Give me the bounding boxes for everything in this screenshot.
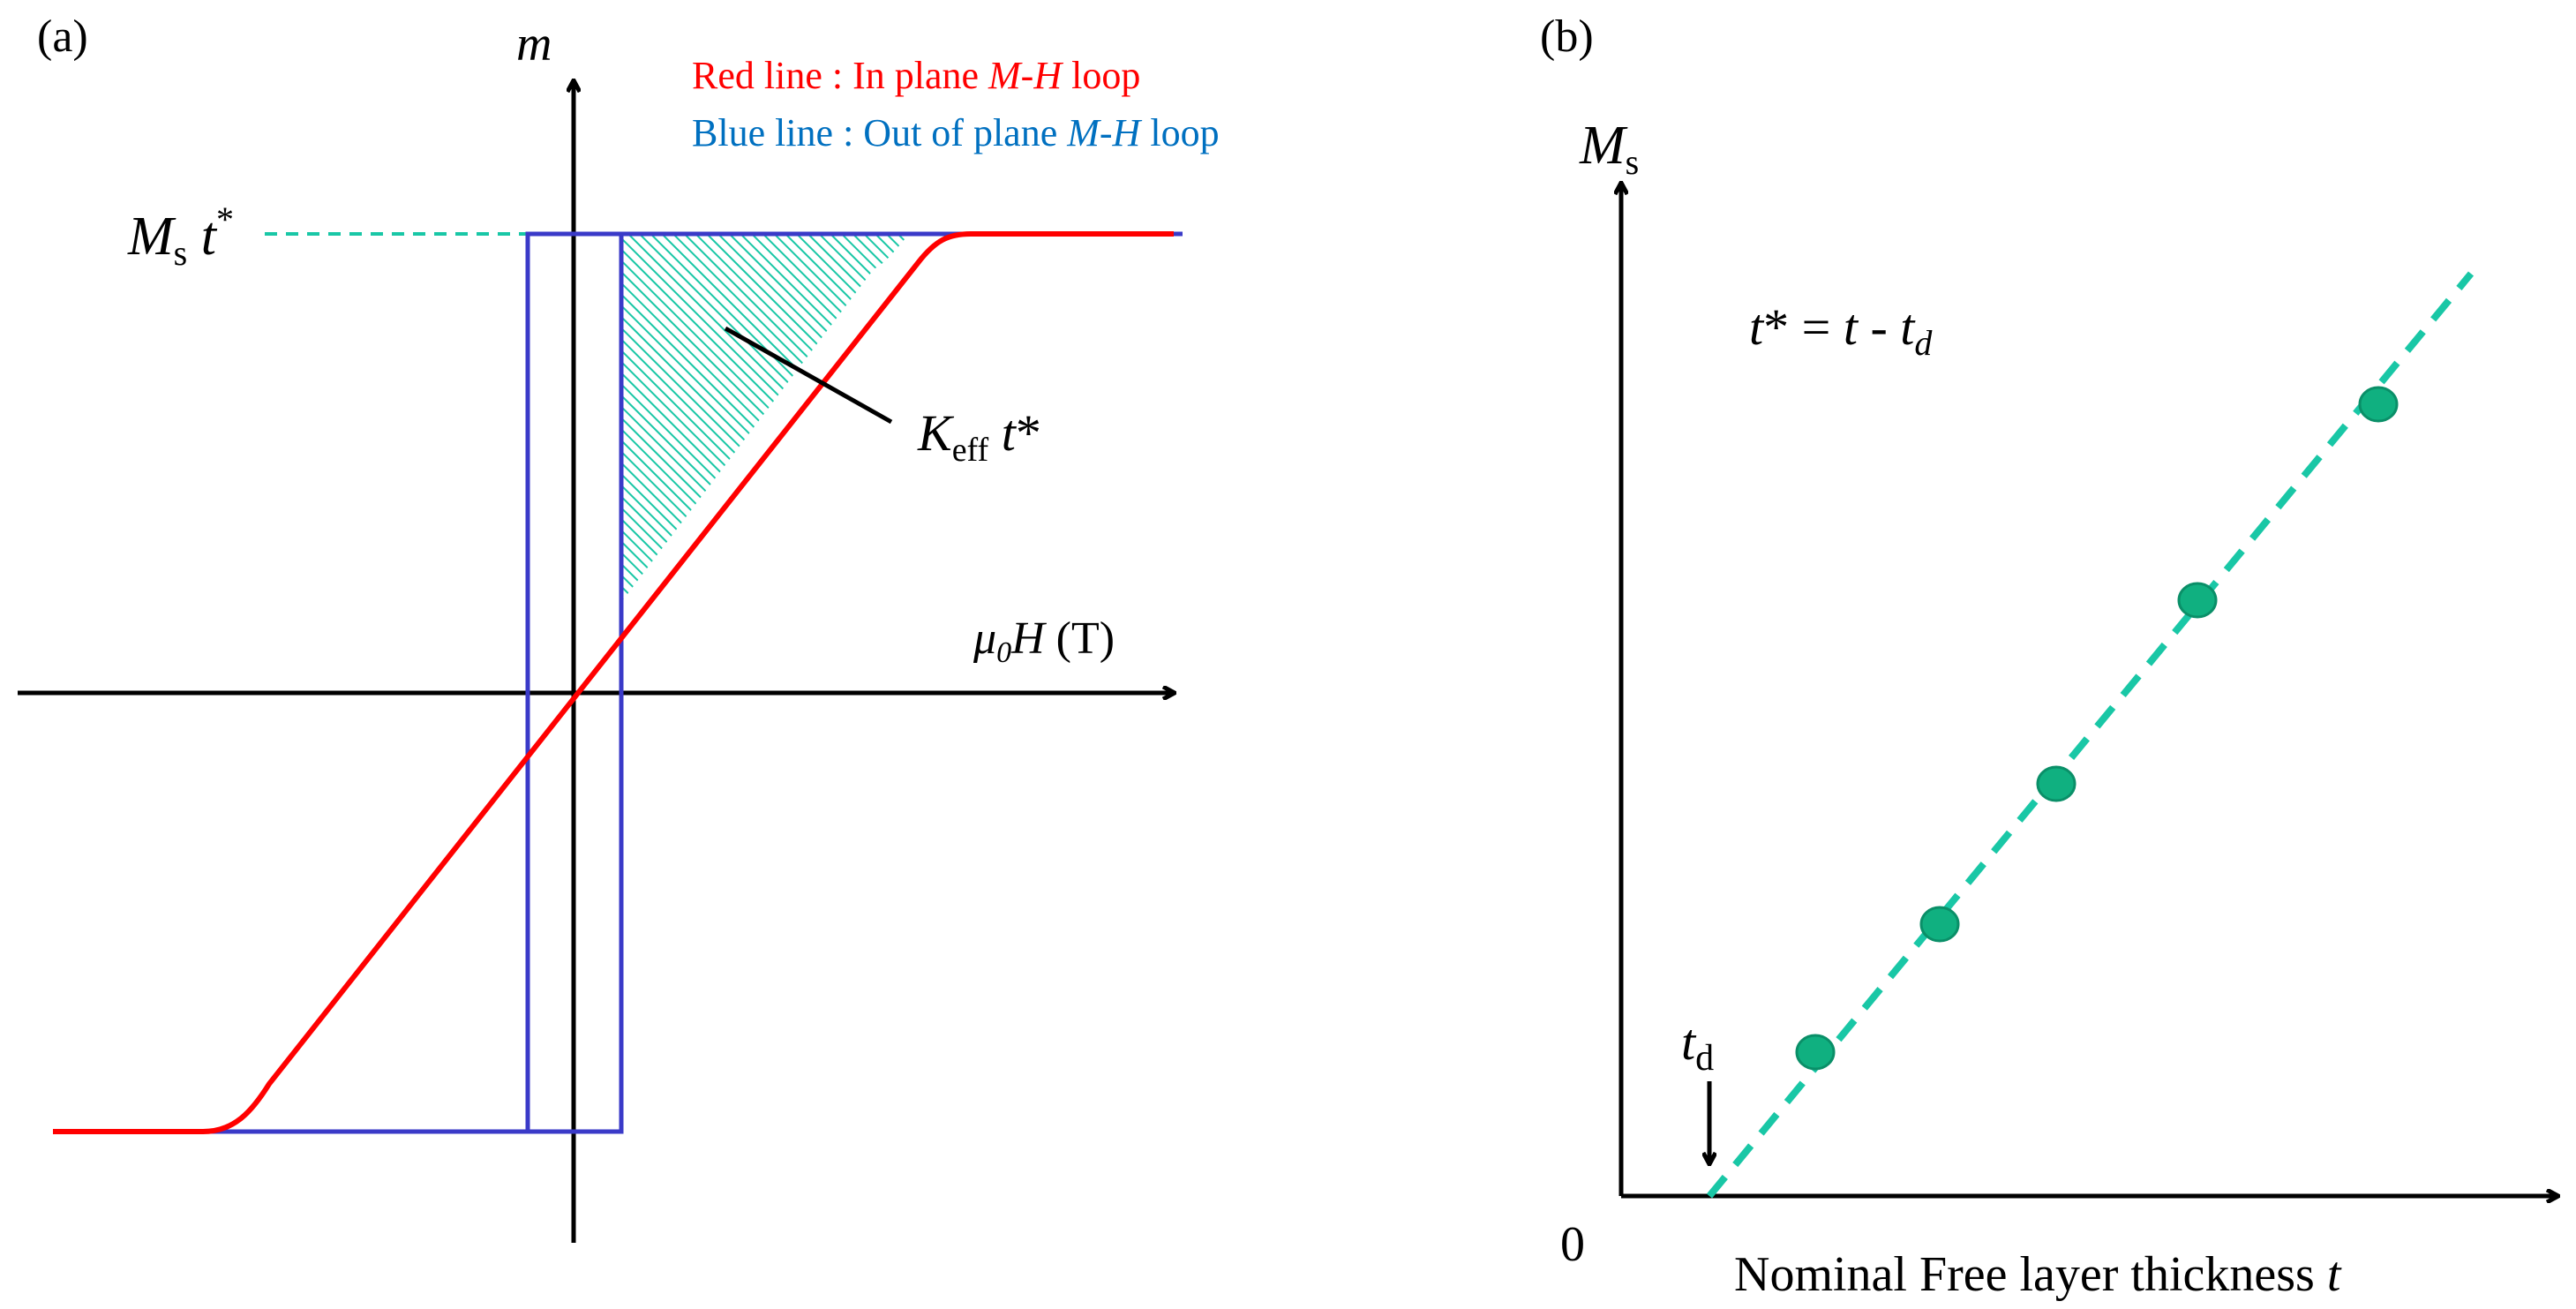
area-leader-line bbox=[724, 326, 893, 425]
linear-fit-dashed-line bbox=[1706, 271, 2475, 1199]
panel-a: (a) m Red line : In plane M-H loop Blue … bbox=[18, 11, 1220, 1243]
area-label: Keff t* bbox=[917, 404, 1041, 469]
y-axis-a-label: m bbox=[516, 17, 552, 71]
x-axis-b-label: Nominal Free layer thickness t bbox=[1734, 1247, 2342, 1302]
legend-blue: Blue line : Out of plane M-H loop bbox=[692, 111, 1220, 154]
data-point bbox=[2358, 386, 2399, 423]
saturation-label: Ms t* bbox=[127, 199, 234, 273]
y-axis-b-label: Ms bbox=[1579, 116, 1639, 182]
origin-label: 0 bbox=[1560, 1217, 1585, 1272]
data-points bbox=[1795, 386, 2399, 1071]
data-point bbox=[2177, 582, 2218, 619]
data-point bbox=[1795, 1034, 1836, 1071]
data-point bbox=[1919, 906, 1960, 943]
anisotropy-area bbox=[620, 234, 909, 605]
panel-a-label: (a) bbox=[37, 11, 88, 62]
data-point bbox=[2036, 765, 2077, 802]
x-axis-a-label: μ0H (T) bbox=[973, 613, 1115, 669]
panel-b-label: (b) bbox=[1540, 11, 1594, 62]
legend-red: Red line : In plane M-H loop bbox=[692, 54, 1140, 97]
equation: t* = t - td bbox=[1749, 298, 1933, 363]
in-plane-loop bbox=[53, 231, 1174, 1134]
out-of-plane-loop bbox=[53, 231, 1183, 1134]
td-label: td bbox=[1681, 1013, 1714, 1079]
panel-b: (b) Ms 0 Nominal Free layer thickness t … bbox=[1540, 11, 2557, 1302]
